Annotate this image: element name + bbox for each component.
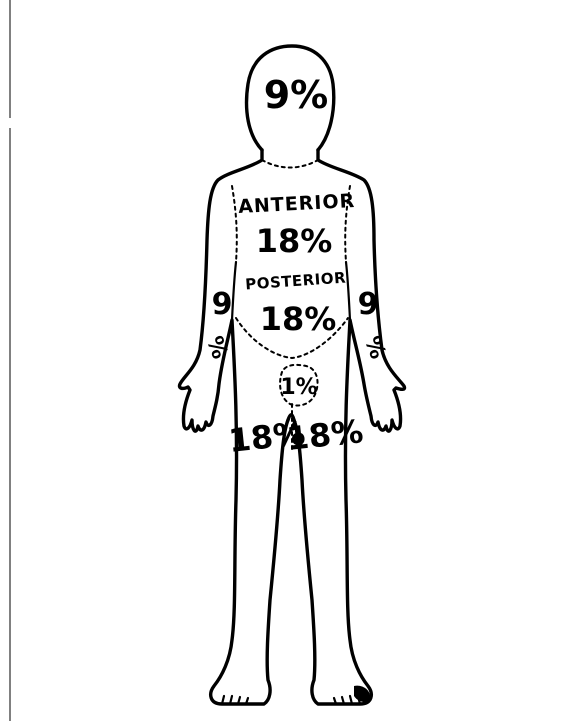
left-arm-value: 9 xyxy=(358,287,379,322)
perineum-value: 1% xyxy=(280,375,317,400)
right-inner-arm xyxy=(346,262,350,320)
neck-boundary xyxy=(262,160,318,168)
anterior-label: ANTERIOR xyxy=(238,190,356,218)
head-label: 9% xyxy=(264,73,329,117)
posterior-label: POSTERIOR xyxy=(245,269,347,294)
posterior-value: 18% xyxy=(260,300,337,338)
left-inner-arm xyxy=(232,262,236,320)
left-leg-value: 18% xyxy=(285,412,365,458)
right-arm-value: 9 xyxy=(212,287,233,322)
left-shoulder-boundary xyxy=(232,186,237,262)
anterior-value: 18% xyxy=(256,222,333,260)
